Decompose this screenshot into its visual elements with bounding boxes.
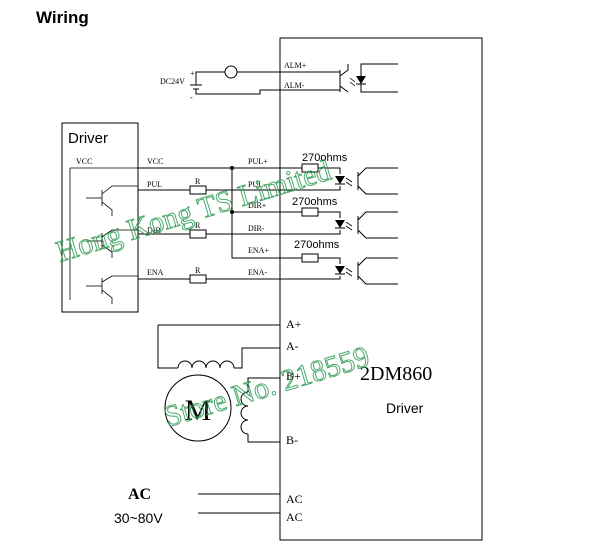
ena-plus-label: ENA+ bbox=[248, 246, 269, 255]
ac-terminal-1: AC bbox=[286, 492, 303, 506]
b-minus-terminal: B- bbox=[286, 433, 298, 447]
alarm-circuit bbox=[190, 63, 398, 95]
controller-box bbox=[61, 122, 139, 313]
model-name: 2DM860 bbox=[360, 363, 432, 385]
optocoupler-pul bbox=[280, 163, 398, 195]
a-minus-terminal: A- bbox=[286, 339, 299, 353]
resistor-ena bbox=[189, 274, 207, 284]
winding-b bbox=[240, 377, 280, 443]
pul-label: PUL bbox=[147, 180, 162, 189]
resistor-dir bbox=[189, 229, 207, 239]
pul-minus-label: PUL- bbox=[248, 180, 266, 189]
dir-minus-label: DIR- bbox=[248, 224, 265, 233]
ac-title: AC bbox=[128, 486, 151, 503]
pul-plus-label: PUL+ bbox=[248, 157, 268, 166]
motor-circle bbox=[164, 374, 232, 442]
optocoupler-ena bbox=[280, 253, 398, 285]
watermark-line1: Hong Kong TS Limited bbox=[52, 154, 334, 269]
res-270-dir: 270ohms bbox=[292, 196, 338, 208]
ac-terminal-2: AC bbox=[286, 510, 303, 524]
optocoupler-dir bbox=[280, 207, 398, 239]
ac-range: 30~80V bbox=[114, 510, 163, 526]
controller-transistors bbox=[69, 167, 138, 304]
alm-minus-label: ALM- bbox=[284, 81, 305, 90]
winding-a bbox=[157, 324, 280, 369]
model-sub: Driver bbox=[386, 400, 424, 416]
b-plus-terminal: B+ bbox=[286, 369, 301, 383]
page-title: Wiring bbox=[36, 8, 89, 27]
res-ena-label: R bbox=[195, 266, 201, 275]
res-pul-label: R bbox=[195, 177, 201, 186]
a-plus-terminal: A+ bbox=[286, 317, 302, 331]
res-270-ena: 270ohms bbox=[294, 239, 340, 251]
dc24v-label: DC24V bbox=[160, 77, 185, 86]
motor-label: M bbox=[185, 394, 212, 427]
dir-plus-label: DIR+ bbox=[248, 201, 267, 210]
ctrl-vcc-label: VCC bbox=[76, 157, 92, 166]
ena-minus-label: ENA- bbox=[248, 268, 267, 277]
supply-minus: - bbox=[190, 93, 193, 102]
node-dot bbox=[230, 166, 234, 170]
watermark-line2: Store No. 218559 bbox=[160, 340, 373, 434]
res-dir-label: R bbox=[195, 221, 201, 230]
res-270-pul: 270ohms bbox=[302, 152, 348, 164]
dir-label: DIR bbox=[147, 226, 161, 235]
ena-label: ENA bbox=[147, 268, 164, 277]
driver-box bbox=[279, 37, 483, 541]
alm-plus-label: ALM+ bbox=[284, 61, 307, 70]
node-dot bbox=[230, 210, 234, 214]
common-bus bbox=[231, 168, 280, 259]
resistor-pul bbox=[189, 185, 207, 195]
supply-plus: + bbox=[190, 69, 195, 78]
vcc-label: VCC bbox=[147, 157, 163, 166]
controller-title: Driver bbox=[68, 130, 108, 147]
